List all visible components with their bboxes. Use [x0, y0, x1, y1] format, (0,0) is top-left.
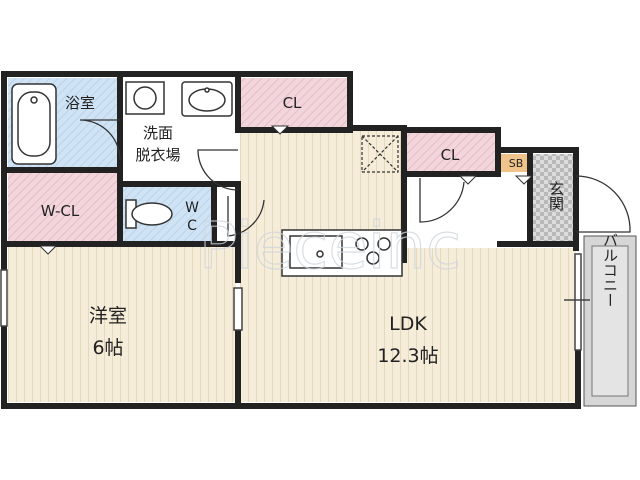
doors: [79, 119, 631, 237]
wc-label-c: C: [187, 218, 197, 234]
sb-floor: [500, 154, 532, 172]
balcony-inner: [591, 245, 629, 397]
washroom-label-line1: 洗面: [143, 124, 173, 142]
ldk-label: LDK: [389, 313, 427, 335]
washroom-label-line2: 脱衣場: [135, 146, 180, 164]
cl-top-label: CL: [283, 94, 302, 112]
bathtub: [11, 83, 57, 165]
walk-in-closet-label: W-CL: [41, 202, 80, 220]
entrance-floor: [530, 154, 574, 244]
ldk-size: 12.3帖: [377, 345, 438, 367]
balcony-label: バルコニー: [601, 233, 619, 308]
wc-label-w: W: [185, 200, 199, 216]
washbasin: [181, 81, 233, 117]
bath-label: 浴室: [65, 94, 95, 112]
western-room-size: 6帖: [92, 337, 123, 359]
kitchen-counter: [281, 229, 403, 277]
sb-label: SB: [509, 157, 524, 170]
washing-machine: [125, 81, 165, 115]
refrigerator-space: [361, 135, 399, 173]
cl-top-floor: [240, 78, 348, 128]
walk-in-closet-floor: [8, 172, 120, 242]
cl-mid-floor: [406, 130, 496, 174]
cl-mid-label: CL: [441, 146, 460, 164]
hall-floor: [406, 176, 530, 244]
entrance-label: 玄関: [547, 181, 565, 212]
toilet: [125, 199, 173, 229]
western-room-label: 洋室: [89, 305, 127, 327]
kitchen-floor: [240, 130, 404, 248]
watermark: Pieceinc: [199, 210, 461, 284]
windows: [0, 253, 590, 351]
western-room-floor: [8, 244, 236, 402]
entry-markers: [38, 125, 534, 255]
